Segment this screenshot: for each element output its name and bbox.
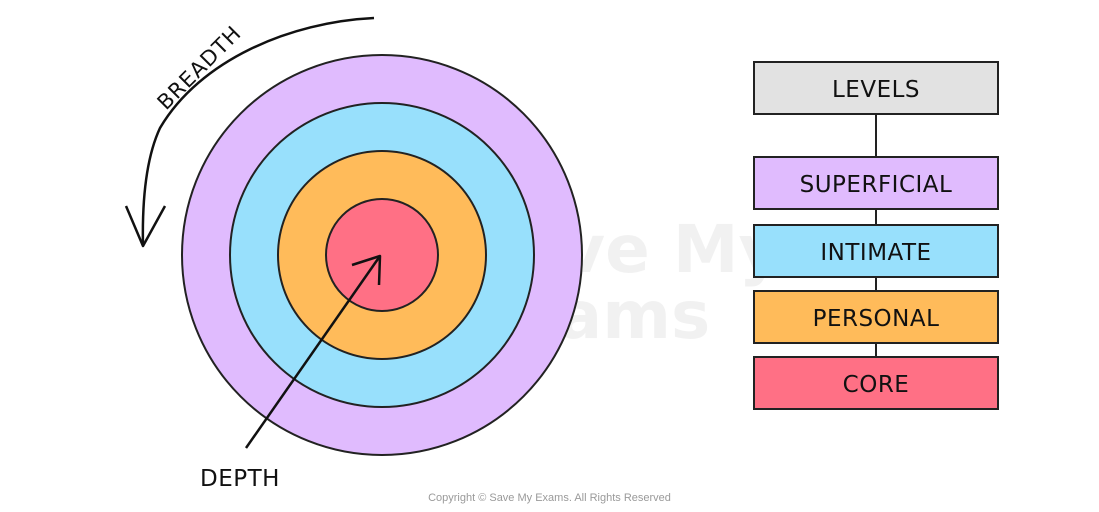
level-label-superficial: SUPERFICIAL	[800, 172, 953, 198]
concentric-rings	[181, 54, 583, 456]
ring-core	[325, 198, 439, 312]
level-label-personal: PERSONAL	[813, 306, 940, 332]
breadth-label: BREADTH	[153, 21, 247, 115]
level-box-superficial	[753, 156, 999, 210]
depth-label: DEPTH	[200, 466, 280, 492]
depth-arrowhead-icon	[351, 254, 382, 286]
levels-title-box	[753, 61, 999, 115]
level-label-intimate: INTIMATE	[820, 240, 931, 266]
level-box-intimate	[753, 224, 999, 278]
breadth-arrowhead-icon	[124, 205, 167, 248]
level-label-core: CORE	[843, 372, 910, 398]
level-box-core	[753, 356, 999, 410]
copyright-notice: Copyright © Save My Exams. All Rights Re…	[428, 492, 671, 504]
levels-title: LEVELS	[832, 77, 920, 103]
depth-arrow: DEPTH	[200, 254, 382, 492]
levels-legend: LEVELS SUPERFICIAL INTIMATE PERSONAL COR…	[753, 61, 999, 410]
level-box-personal	[753, 290, 999, 344]
depth-arrow-line	[244, 255, 382, 449]
breadth-arrow-curve	[141, 16, 375, 247]
